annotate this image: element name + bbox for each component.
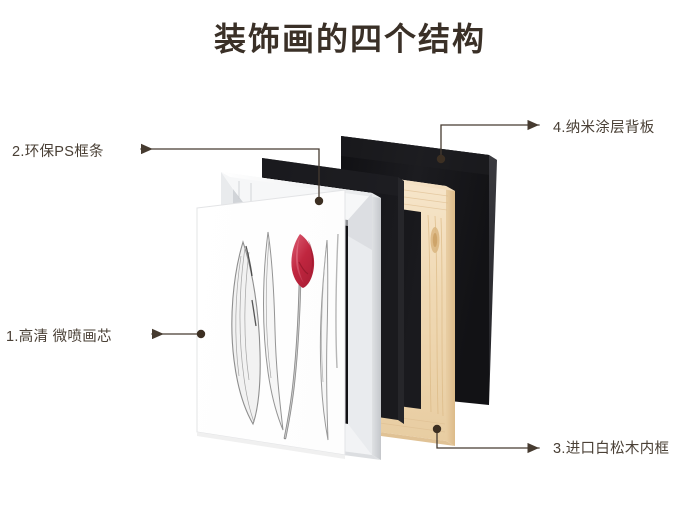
- anchor-dot-1: [196, 329, 206, 339]
- callout-anchor-dots: [196, 154, 446, 434]
- callout-label-backboard: 4.纳米涂层背板: [553, 120, 655, 136]
- page-title: 装饰画的四个结构: [213, 21, 486, 57]
- leader-line-3: [436, 428, 540, 454]
- layer-eco-ps-moulding: [221, 172, 381, 460]
- anchor-dot-4: [436, 154, 446, 164]
- layer-nano-coated-backboard: [341, 136, 497, 405]
- artwork-tulip: [231, 231, 339, 441]
- callout-label-print-core: 1.高清 微喷画芯: [6, 329, 112, 345]
- callout-leader-lines: [140, 119, 540, 454]
- callout-label-pine-frame: 3.进口白松木内框: [553, 441, 670, 457]
- leader-line-4: [440, 119, 540, 160]
- callout-label-ps-moulding: 2.环保PS框条: [12, 144, 104, 160]
- anchor-dot-3: [432, 424, 442, 434]
- layer-giclee-print-core: [196, 189, 346, 459]
- leader-line-2: [140, 143, 320, 202]
- layer-white-pine-inner-frame: [298, 165, 455, 446]
- anchor-dot-2: [314, 196, 324, 206]
- layer-black-mat-board: [262, 158, 404, 424]
